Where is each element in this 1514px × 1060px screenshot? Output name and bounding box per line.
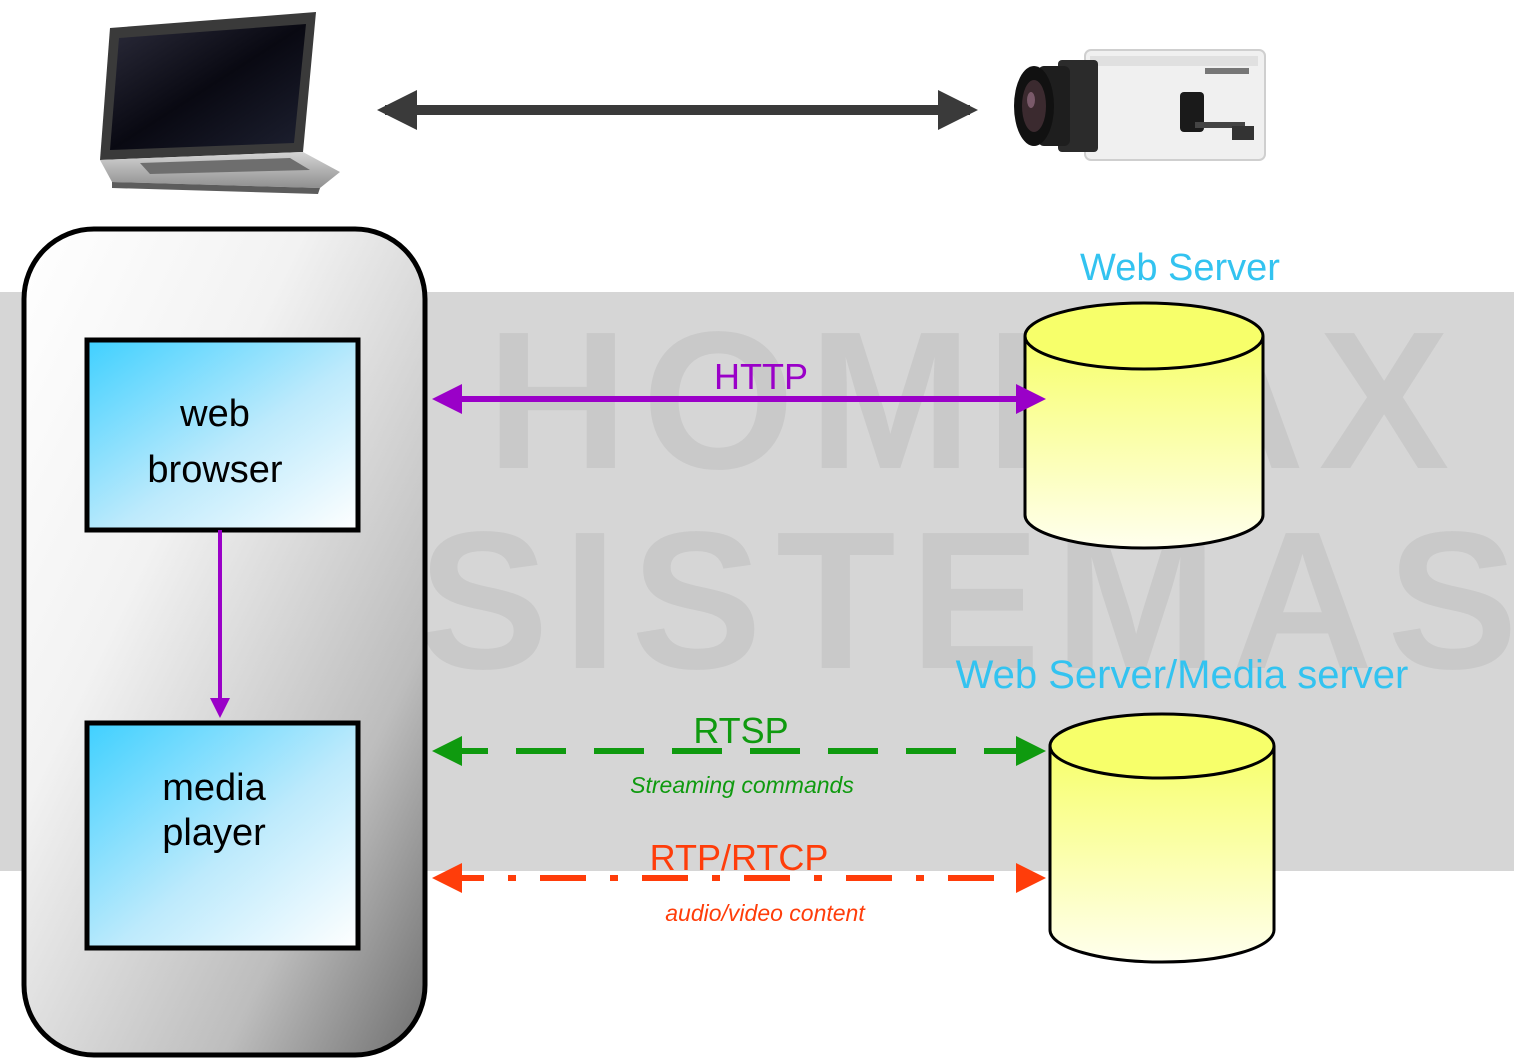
rtsp-sublabel: Streaming commands [630, 772, 854, 798]
web-server-cylinder [1023, 301, 1265, 550]
web-browser-label-line-1: web [179, 393, 250, 435]
media-player-label-line-2: player [162, 812, 266, 854]
http-label: HTTP [714, 356, 808, 397]
web-browser-box: web browser [84, 337, 361, 533]
rtp-rtcp-label: RTP/RTCP [650, 837, 829, 878]
media-player-box: media player [84, 720, 361, 951]
web-server-title: Web Server [1080, 247, 1280, 289]
media-player-label-line-1: media [162, 767, 266, 809]
laptop-icon [100, 12, 340, 194]
watermark-line-2: SISTEMAS [418, 491, 1514, 710]
ip-camera-icon [1014, 49, 1266, 161]
rtsp-label: RTSP [693, 710, 788, 751]
media-server-title: Web Server/Media server [956, 653, 1409, 697]
rtp-rtcp-sublabel: audio/video content [665, 900, 866, 926]
web-browser-label-line-2: browser [147, 449, 282, 491]
media-server-cylinder [1048, 712, 1276, 964]
